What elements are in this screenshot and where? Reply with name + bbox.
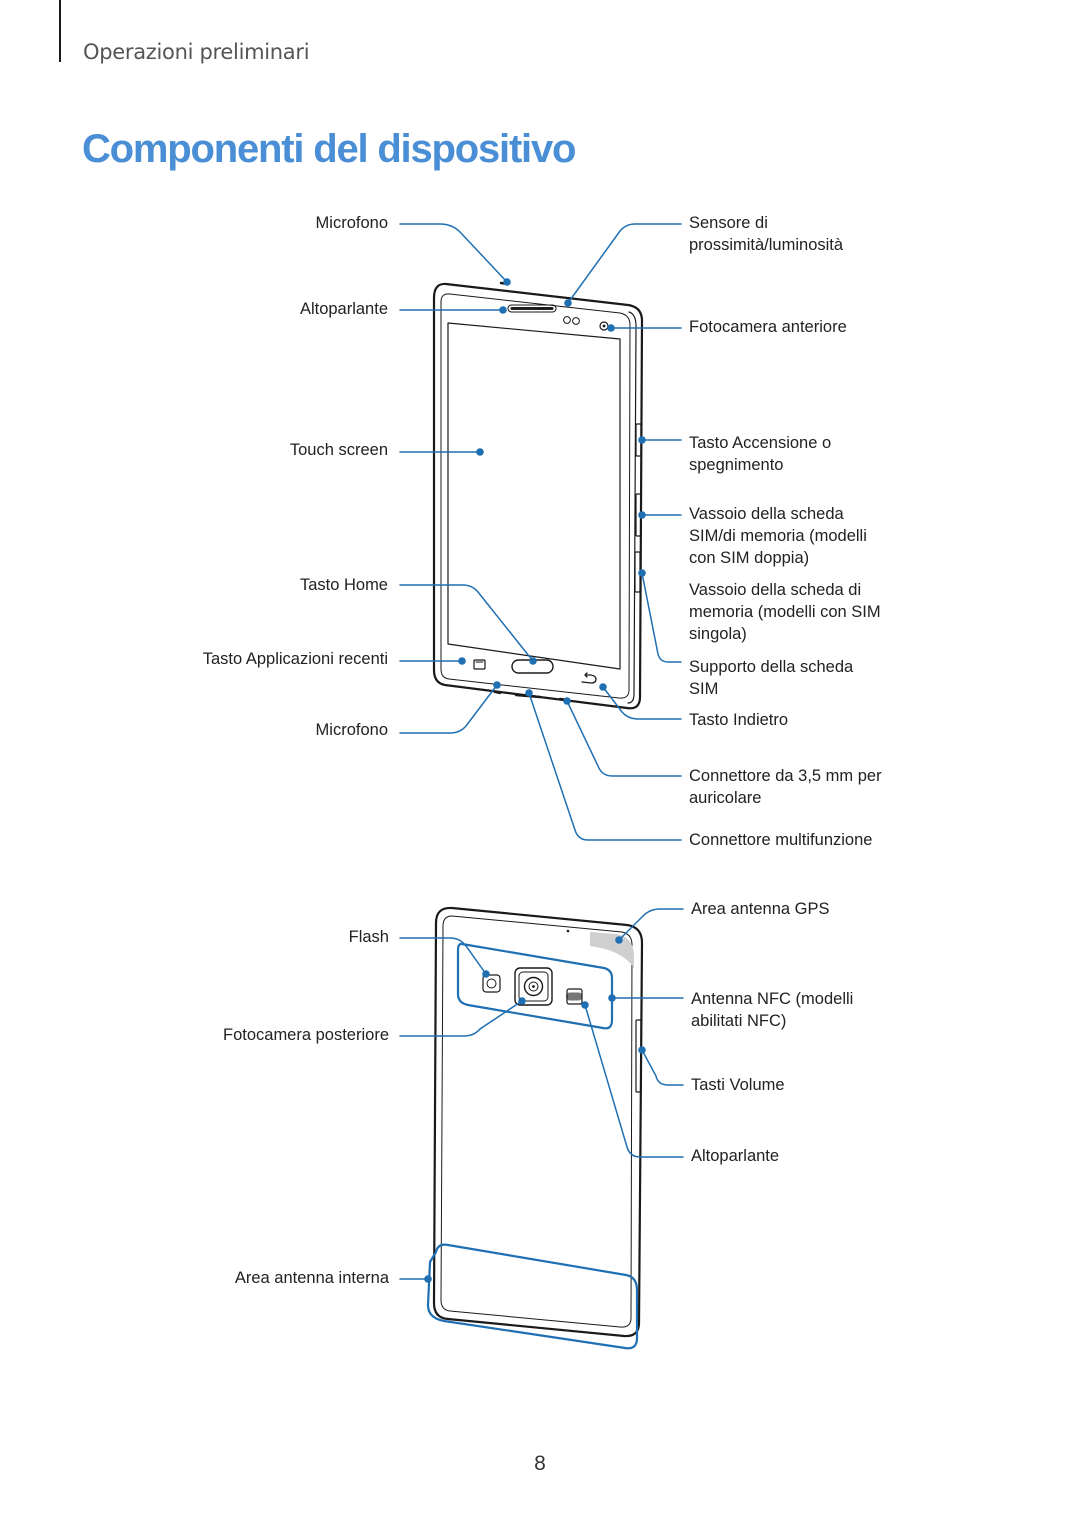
front-callout-dots [458,278,646,705]
label-area-antenna-gps: Area antenna GPS [691,900,830,918]
label-touch-screen: Touch screen [289,441,388,459]
back-phone [432,906,644,1338]
earpiece-grille [507,304,557,313]
label-tasto-home: Tasto Home [299,576,388,594]
front-phone [432,281,644,710]
label-tasti-volume: Tasti Volume [691,1076,785,1094]
front-inner-frame [440,293,631,699]
label-area-antenna-interna: Area antenna interna [234,1269,389,1287]
label-connettore-multifunzione: Connettore multifunzione [689,831,873,849]
back-callout-dots [424,936,646,1283]
label-tasto-indietro: Tasto Indietro [689,711,789,729]
flash-shape [482,974,501,993]
rear-camera-shape [514,967,553,1006]
label-microfono-bottom: Microfono [315,721,388,739]
label-altoparlante: Altoparlante [299,300,388,318]
front-outer-body [432,282,644,710]
label-flash: Flash [348,928,389,946]
label-tasto-app-recenti: Tasto Applicazioni recenti [202,650,388,668]
internal-antenna-outline [426,1243,639,1350]
front-side-edge [627,311,637,704]
page-number: 8 [534,1452,546,1475]
header-rule [59,0,61,62]
page-title: Componenti del dispositivo [82,127,576,171]
back-inner-edge [440,915,633,1328]
section-header: Operazioni preliminari [83,40,310,64]
back-callouts [399,908,684,1280]
gps-area-shape [590,932,634,968]
back-key-shape [581,672,597,684]
label-altoparlante-back: Altoparlante [691,1147,780,1165]
front-screen [447,322,621,670]
nfc-area-outline [456,942,614,1030]
front-callouts [399,223,682,841]
label-microfono-top: Microfono [315,214,388,232]
light-sensor [572,317,580,325]
back-antenna-outlines [426,942,639,1350]
recent-key-shape [473,659,486,670]
proximity-sensor [563,316,571,324]
volume-key-shape [635,1019,642,1093]
back-outer-body [432,906,644,1338]
label-fotocamera-anteriore: Fotocamera anteriore [689,318,847,336]
label-fotocamera-posteriore: Fotocamera posteriore [223,1026,389,1044]
